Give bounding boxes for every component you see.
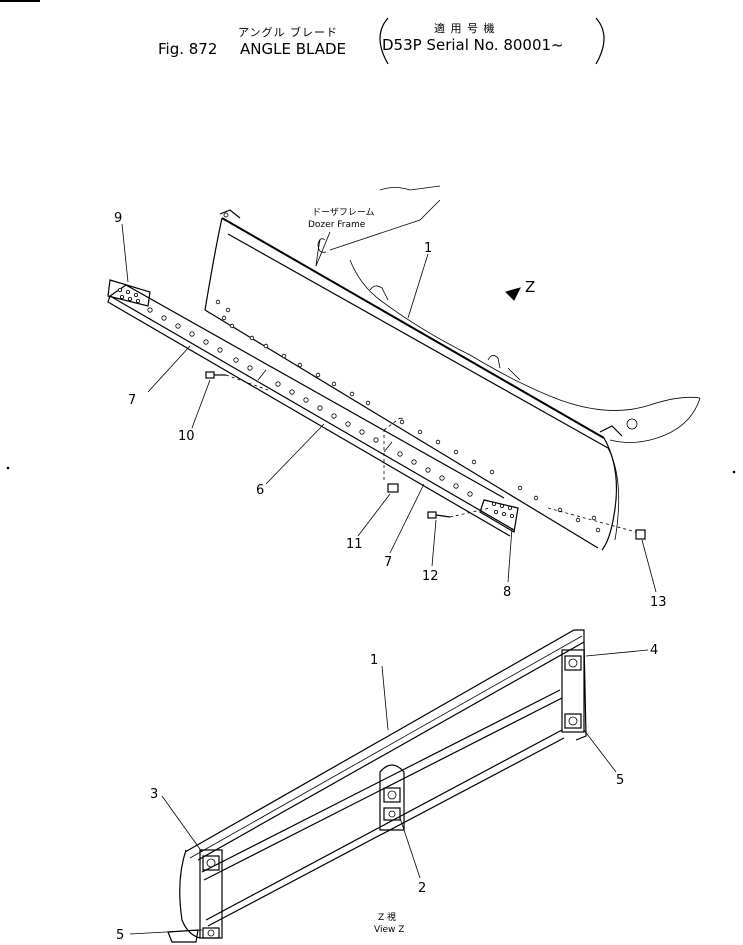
callout-1-top: 1 xyxy=(424,241,432,256)
end-bit-left xyxy=(107,279,151,307)
blade-corner-lug-right xyxy=(599,425,623,437)
nut-13 xyxy=(547,507,646,540)
blade-back-left-end xyxy=(179,849,201,939)
left-paren xyxy=(379,17,389,65)
bolt-12 xyxy=(427,507,491,519)
cutting-edge-joint-left xyxy=(257,369,267,381)
callout-8: 8 xyxy=(503,585,511,600)
callout-9: 9 xyxy=(114,211,122,226)
callout-6: 6 xyxy=(256,483,264,498)
cutting-edge-lower xyxy=(107,295,511,537)
bolt-10 xyxy=(205,371,269,391)
callout-11: 11 xyxy=(346,537,363,552)
callout-7-left: 7 xyxy=(128,393,136,408)
title-japanese: アングル ブレード xyxy=(238,25,338,39)
callout-7-right: 7 xyxy=(384,555,392,570)
callout-10: 10 xyxy=(178,429,195,444)
figure-number: Fig. 872 xyxy=(158,40,217,58)
callout-13: 13 xyxy=(650,595,667,610)
callout-3: 3 xyxy=(150,787,158,802)
center-bracket xyxy=(379,764,405,831)
view-z-assembly: 1 4 3 5 2 5 Z 視 View Z xyxy=(116,629,658,943)
cutting-edge-holes xyxy=(147,307,473,497)
trunnion-bracket-left xyxy=(317,238,327,253)
blade-bottom-edge xyxy=(204,309,599,549)
blade-back-right-end xyxy=(575,641,587,741)
end-bit-right xyxy=(479,499,519,533)
trunnion-bracket-center xyxy=(369,285,389,301)
view-arrow-icon xyxy=(505,287,521,301)
blade-corner-lug-left xyxy=(219,209,241,219)
bracket-right xyxy=(561,649,585,733)
serial-range: D53P Serial No. 80001~ xyxy=(382,36,564,54)
blade-bolt-holes xyxy=(215,299,601,533)
applicable-models-japanese: 適 用 号 機 xyxy=(434,21,496,35)
blade-top-edge xyxy=(221,217,605,439)
callout-5-right: 5 xyxy=(616,773,624,788)
view-z-label: View Z xyxy=(374,925,404,935)
dozer-frame-label: Dozer Frame xyxy=(308,220,366,230)
cutting-edge-joint-right xyxy=(383,441,393,453)
view-arrow-label: Z xyxy=(525,278,535,296)
top-assembly-view: ドーザフレーム Dozer Frame Z 9 1 7 10 6 11 7 12… xyxy=(107,185,701,610)
right-paren xyxy=(595,17,605,65)
blade-back-top-rail xyxy=(184,629,585,861)
bracket-left xyxy=(199,849,223,939)
back-beam-lower xyxy=(205,729,563,921)
figure-title: ANGLE BLADE xyxy=(240,40,346,58)
blade-left-end xyxy=(204,217,223,311)
callout-4: 4 xyxy=(650,643,658,658)
dozer-frame-label-japanese: ドーザフレーム xyxy=(312,207,375,218)
dozer-frame-arm-upper xyxy=(379,185,441,191)
callout-5-left: 5 xyxy=(116,928,124,943)
nut-11 xyxy=(383,417,407,493)
blade-right-end xyxy=(601,437,618,551)
callout-1-bottom: 1 xyxy=(370,653,378,668)
callout-12: 12 xyxy=(422,569,439,584)
back-beam-upper xyxy=(201,689,561,873)
cutting-edge-top xyxy=(109,295,515,531)
view-z-label-japanese: Z 視 xyxy=(378,911,396,923)
callout-2: 2 xyxy=(418,881,426,896)
dozer-frame-arm-lower xyxy=(349,259,701,411)
